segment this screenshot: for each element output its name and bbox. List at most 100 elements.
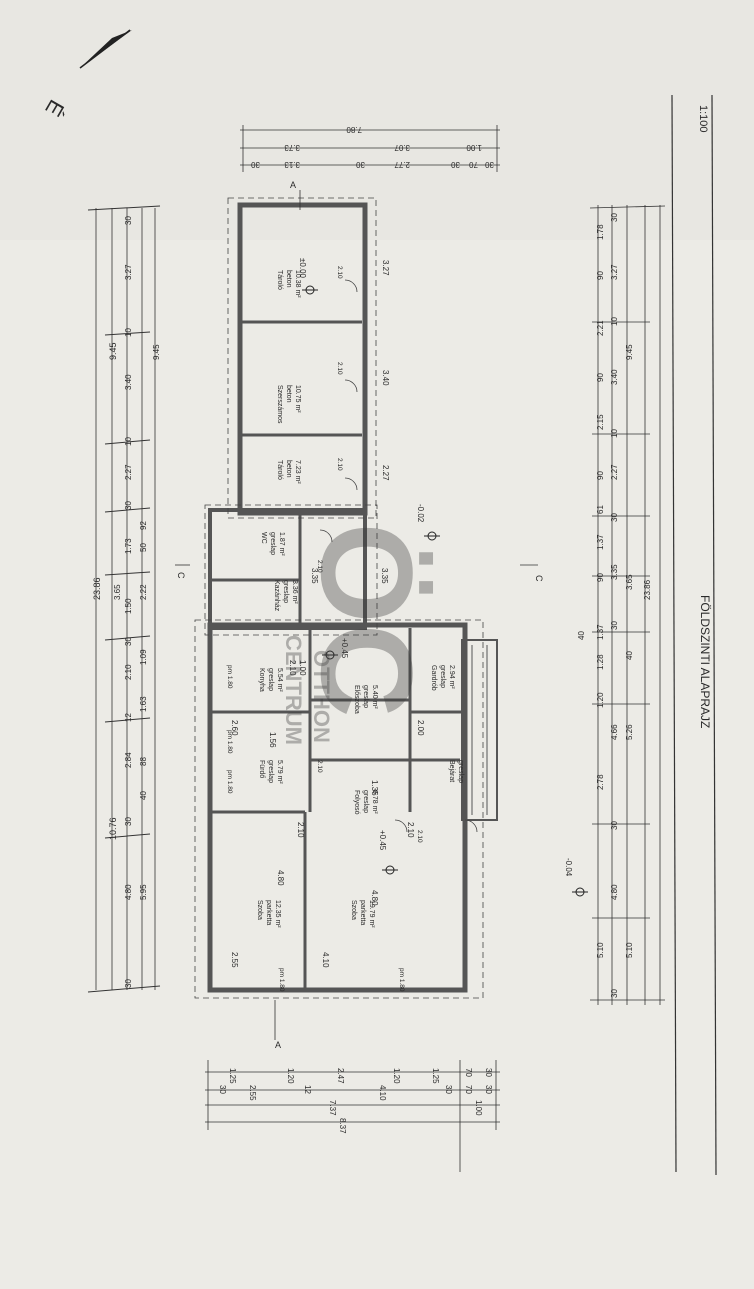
room-floor: greslap: [267, 668, 274, 691]
svg-text:1.63: 1.63: [139, 696, 148, 712]
svg-text:1.78: 1.78: [596, 224, 605, 240]
door-swings: [319, 279, 478, 833]
svg-text:70: 70: [464, 1085, 473, 1094]
room-floor: parketta: [265, 900, 272, 925]
svg-text:3.27: 3.27: [381, 260, 390, 276]
svg-text:3.07: 3.07: [394, 143, 410, 152]
door-labels: 2.10 2.10 2.10 2.10 2.10 2.10: [316, 266, 423, 843]
room-area: 1.87 m²: [278, 532, 285, 556]
window-labels: pm 1.80 pm 1.80 pm 1.80 pm 1.80 pm 1.80: [226, 665, 405, 992]
room-floor: greslap: [457, 760, 464, 783]
svg-text:2.77: 2.77: [394, 160, 410, 169]
dimension-lines-left: [87, 205, 161, 993]
svg-text:2.00: 2.00: [416, 720, 425, 736]
level-marker-icon: [302, 285, 318, 295]
dimension-lines-right: [589, 205, 666, 1005]
svg-text:pm 1.80: pm 1.80: [398, 968, 405, 992]
svg-text:9.45: 9.45: [108, 342, 118, 360]
svg-text:30: 30: [251, 160, 260, 169]
svg-text:3.35: 3.35: [610, 564, 619, 580]
room-area: 19.79 m²: [368, 900, 375, 928]
svg-text:2.60: 2.60: [230, 720, 239, 736]
room-floor: greslap: [267, 760, 274, 783]
svg-text:2.84: 2.84: [124, 752, 133, 768]
room-floor: greslap: [282, 580, 289, 603]
level-markers: +0.45 +0.45 ±0.00 -0.02 -0.04: [298, 258, 588, 897]
svg-text:5.10: 5.10: [596, 942, 605, 958]
svg-text:7.80: 7.80: [346, 125, 362, 134]
watermark-line1: OTTHON: [309, 650, 334, 743]
level-text: +0.45: [378, 830, 387, 851]
room-floor: greslap: [362, 790, 369, 813]
svg-text:2.10: 2.10: [288, 660, 297, 676]
svg-text:1.25: 1.25: [431, 1068, 440, 1084]
room-area: 7.23 m²: [294, 460, 301, 484]
svg-text:1.56: 1.56: [268, 732, 277, 748]
room-name: Tároló: [276, 270, 283, 290]
dimension-text-right: 5.10 2.78 1.20 1.28 1.37 90 1.37 61 90 2…: [577, 213, 652, 998]
room-area: 5.79 m²: [276, 760, 283, 784]
room-floor: greslap: [362, 685, 369, 708]
svg-text:12: 12: [124, 713, 133, 722]
svg-text:3.13: 3.13: [284, 160, 300, 169]
svg-text:8.37: 8.37: [338, 1118, 347, 1134]
svg-text:30: 30: [218, 1085, 227, 1094]
room-labels: Szoba parketta 12.35 m² Szoba parketta 1…: [256, 270, 464, 928]
svg-text:2.78: 2.78: [596, 774, 605, 790]
svg-text:30: 30: [124, 817, 133, 826]
svg-text:2.10: 2.10: [316, 560, 323, 573]
dimension-lines-top: [240, 125, 500, 172]
level-text: ±0.00: [298, 258, 307, 279]
svg-text:pm 1.80: pm 1.80: [226, 665, 233, 689]
svg-text:4.80: 4.80: [276, 870, 285, 886]
svg-text:4.80: 4.80: [124, 884, 133, 900]
svg-text:90: 90: [596, 471, 605, 480]
svg-text:5.95: 5.95: [139, 884, 148, 900]
room-name: Fürdő: [258, 760, 265, 778]
room-name: Szoba: [256, 900, 263, 920]
svg-text:3.40: 3.40: [124, 374, 133, 390]
dimension-text-left: 23.86 10.76 9.45 30 4.80 30 2.84 12 2.10…: [92, 216, 161, 988]
level-marker-icon: [322, 650, 338, 660]
svg-text:30: 30: [444, 1085, 453, 1094]
svg-text:70: 70: [464, 1068, 473, 1077]
svg-text:2.10: 2.10: [336, 266, 343, 279]
svg-text:3.65: 3.65: [625, 574, 634, 590]
svg-text:40: 40: [577, 631, 586, 640]
svg-text:1.09: 1.09: [139, 649, 148, 665]
eave-outline: [194, 197, 484, 999]
room-area: 12.35 m²: [274, 900, 281, 928]
svg-text:2.22: 2.22: [139, 584, 148, 600]
svg-text:30: 30: [484, 1068, 493, 1077]
svg-text:1.50: 1.50: [124, 598, 133, 614]
title-block-lines: [671, 94, 717, 1176]
svg-text:30: 30: [124, 501, 133, 510]
room-name: Folyosó: [353, 790, 360, 815]
svg-text:1.28: 1.28: [596, 654, 605, 670]
dimension-text-top: 7.80 3.73 3.07 1.00 30 3.13 30 2.77 30 7…: [251, 125, 494, 169]
room-name: Tároló: [276, 460, 283, 480]
room-area: 10.75 m²: [294, 385, 301, 413]
svg-text:2.55: 2.55: [248, 1085, 257, 1101]
svg-text:2.10: 2.10: [416, 830, 423, 843]
room-floor: greslap: [439, 665, 446, 688]
room-name: Gardrób: [430, 665, 437, 691]
level-text: -0.04: [564, 858, 573, 877]
svg-text:1.37: 1.37: [596, 624, 605, 640]
svg-text:1.20: 1.20: [286, 1068, 295, 1084]
svg-text:2.55: 2.55: [230, 952, 239, 968]
svg-text:90: 90: [596, 573, 605, 582]
svg-text:30: 30: [610, 213, 619, 222]
svg-text:3.27: 3.27: [124, 264, 133, 280]
svg-text:10: 10: [124, 328, 133, 337]
svg-text:4.80: 4.80: [610, 884, 619, 900]
svg-text:30: 30: [124, 637, 133, 646]
svg-text:pm 1.80: pm 1.80: [226, 770, 233, 794]
drawing-title: FÖLDSZINTI ALAPRAJZ: [698, 595, 712, 728]
room-floor: greslap: [269, 532, 276, 555]
svg-text:1.36: 1.36: [370, 780, 379, 796]
svg-text:88: 88: [139, 757, 148, 766]
svg-text:30: 30: [610, 621, 619, 630]
room-floor: beton: [285, 270, 292, 288]
